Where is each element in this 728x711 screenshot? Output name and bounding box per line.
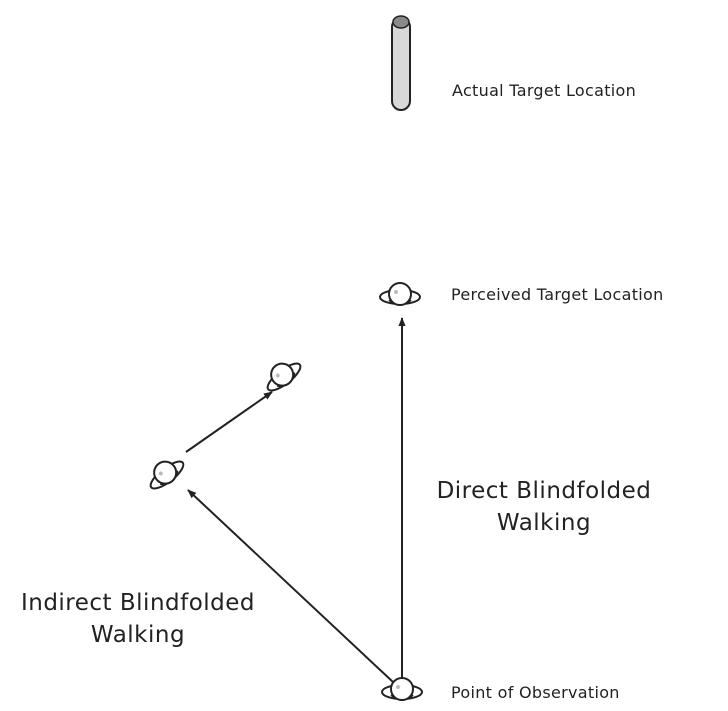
direct-walking-line-2: Walking [496, 510, 592, 536]
indirect-end-walker-icon [258, 352, 306, 397]
indirect-path-arrow-2 [185, 391, 273, 453]
perceived-target-label: Perceived Target Location [451, 285, 664, 304]
direct-walking-label: Direct Blindfolded Walking [424, 475, 664, 539]
perceived-target-walker-icon [379, 282, 421, 306]
indirect-walking-line-2: Walking [90, 622, 186, 648]
indirect-walking-line-1: Indirect Blindfolded [20, 590, 256, 616]
point-of-observation-label: Point of Observation [451, 683, 620, 702]
indirect-mid-walker-icon [141, 450, 189, 495]
observation-walker-icon [381, 677, 423, 701]
target-post-icon [391, 15, 411, 111]
actual-target-label: Actual Target Location [452, 81, 637, 100]
direct-walking-line-1: Direct Blindfolded [436, 478, 652, 504]
indirect-path-arrow-1 [187, 489, 394, 683]
indirect-walking-label: Indirect Blindfolded Walking [6, 587, 270, 651]
